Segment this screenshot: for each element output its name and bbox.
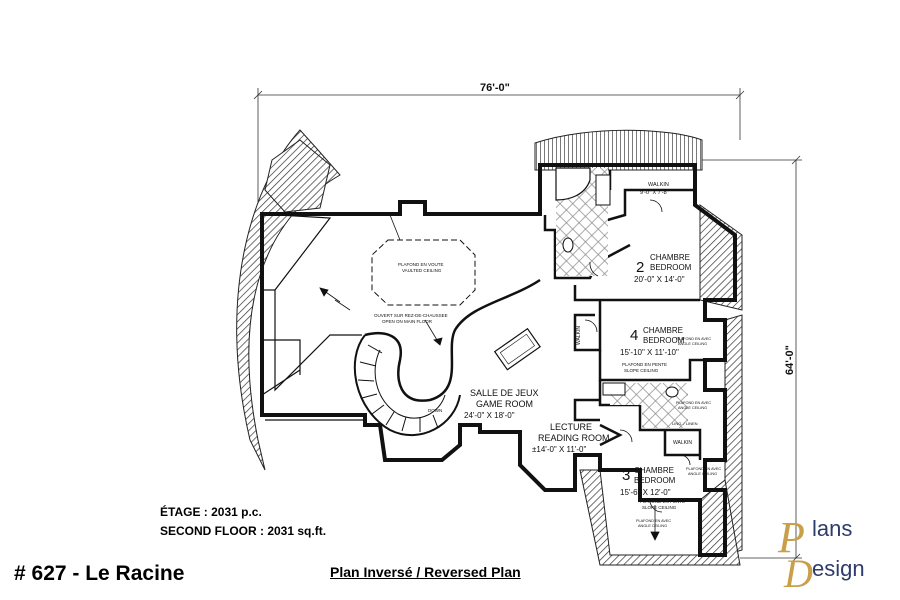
knee-d-fr: PLAFOND EN AVEC — [636, 519, 671, 523]
knee-a-en: ANGLE CEILING — [678, 342, 707, 346]
bedroom4-fr: CHAMBRE — [643, 326, 683, 335]
knee-b-fr: PLAFOND EN AVEC — [676, 401, 711, 405]
spiral-staircase — [353, 334, 461, 436]
width-dimension — [253, 88, 745, 215]
bedroom4-en: BEDROOM — [643, 336, 685, 345]
b3-slope-fr: PLAFOND EN PENTE — [640, 499, 685, 504]
bedroom4-number: 4 — [630, 327, 638, 344]
linen-label: LING. / LINEN — [672, 421, 698, 426]
bedroom3-size: 15'-6" X 12'-0" — [620, 488, 671, 497]
exterior-walls — [260, 163, 737, 557]
bedroom2-en: BEDROOM — [650, 263, 692, 272]
floor-area-fr: ÉTAGE : 2031 p.c. — [160, 505, 262, 519]
ensuite-shower — [595, 174, 611, 206]
door-swings — [584, 199, 691, 513]
bath-vanity — [602, 382, 626, 396]
bedroom2-size: 20'-0" X 14'-0" — [634, 275, 685, 284]
reading-room-en: READING ROOM — [538, 433, 610, 443]
walkin-top-label: WALKIN — [648, 182, 669, 188]
open-main-floor-en: OPEN ON MAIN FLOOR — [382, 319, 433, 324]
width-dimension-label: 76'-0" — [480, 82, 510, 94]
b4-slope-en: SLOPE CEILING — [624, 368, 659, 373]
logo-word-lans: lans — [812, 516, 853, 541]
walkin-side-label: WALKIN — [576, 326, 582, 345]
logo-word-esign: esign — [812, 556, 865, 581]
vaulted-ceiling-outline — [371, 239, 476, 306]
bedroom2-number: 2 — [636, 259, 644, 276]
walkin-top-size: 9'-0" X 7'-8" — [640, 190, 669, 196]
knee-d-en: ANGLE CEILING — [638, 524, 667, 528]
bedroom4-size: 15'-10" X 11'-10" — [620, 348, 679, 357]
knee-c-en: ANGLE CEILING — [688, 472, 717, 476]
b3-slope-en: SLOPE CEILING — [642, 505, 677, 510]
open-to-below-edge — [364, 278, 541, 402]
bedroom3-number: 3 — [622, 467, 630, 484]
knee-a-fr: PLAFOND EN AVEC — [676, 337, 711, 341]
roof-ridge-lines — [261, 213, 365, 421]
knee-b-en: ANGLE CEILING — [678, 406, 707, 410]
depth-dimension-label: 64'-0" — [784, 345, 796, 375]
vaulted-ceiling-en: VAULTED CEILING — [402, 268, 442, 273]
knee-c-fr: PLAFOND EN AVEC — [686, 467, 721, 471]
ceiling-arrows — [319, 214, 660, 541]
bath-toilet — [665, 386, 679, 398]
walkin-small-label: WALKIN — [673, 440, 692, 446]
b4-slope-fr: PLAFOND EN PENTE — [622, 362, 667, 367]
open-main-floor-fr: OUVERT SUR REZ-DE-CHAUSSEE — [374, 313, 448, 318]
logo-letter-p: P — [778, 513, 805, 562]
corner-tub — [555, 167, 591, 201]
bedroom3-en: BEDROOM — [634, 476, 676, 485]
floor-area-info: ÉTAGE : 2031 p.c. SECOND FLOOR : 2031 sq… — [160, 503, 326, 541]
floor-area-en: SECOND FLOOR : 2031 sq.ft. — [160, 524, 327, 538]
game-room-fr: SALLE DE JEUX — [470, 388, 539, 398]
vaulted-ceiling-fr: PLAFOND EN VOUTE — [398, 262, 444, 267]
plans-design-logo: P lans D esign — [778, 512, 894, 596]
plan-title: # 627 - Le Racine — [14, 562, 185, 585]
bedroom2-fr: CHAMBRE — [650, 253, 690, 262]
reading-room-fr: LECTURE — [550, 422, 592, 432]
stair-down-label: DOWN — [428, 408, 442, 413]
bedroom3-fr: CHAMBRE — [634, 466, 674, 475]
ensuite-toilet — [562, 237, 574, 253]
left-turret-roof — [264, 139, 331, 213]
game-room-en: GAME ROOM — [476, 399, 533, 409]
top-roof — [534, 129, 703, 171]
game-room-size: 24'-0" X 18'-0" — [464, 411, 515, 420]
depth-dimension — [700, 155, 802, 563]
logo-letter-d: D — [784, 551, 813, 596]
reversed-plan-label: Plan Inversé / Reversed Plan — [330, 564, 521, 580]
reading-room-size: ±14'-0" X 11'-0" — [532, 445, 586, 454]
pool-table — [493, 327, 541, 371]
